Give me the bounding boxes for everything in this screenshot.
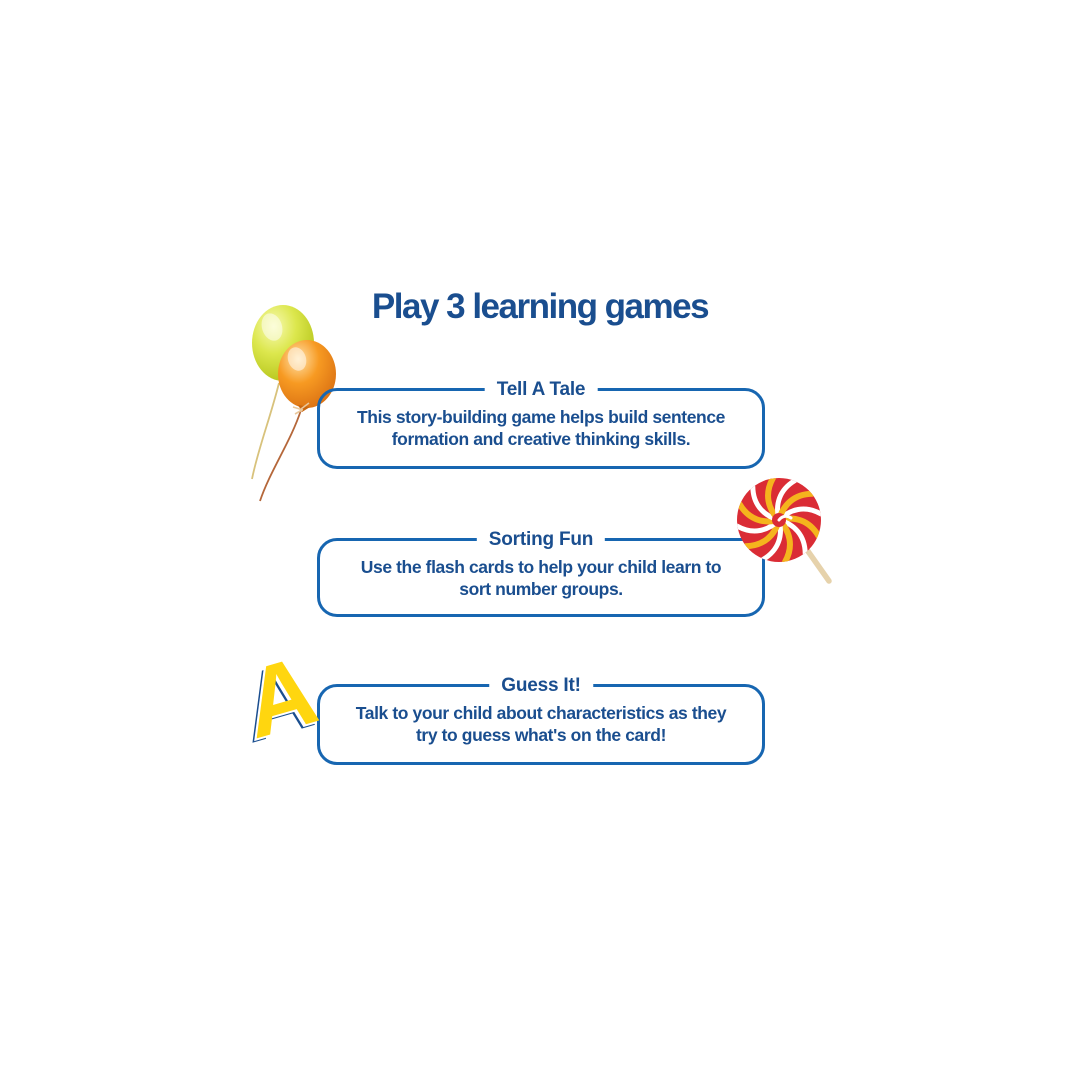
letter-a-decoration: A <box>235 633 327 760</box>
game-card-heading: Guess It! <box>489 674 593 698</box>
game-card-heading: Tell A Tale <box>484 378 598 402</box>
page-title: Play 3 learning games <box>371 287 710 326</box>
balloon-strings <box>251 382 302 502</box>
description-line: sort number groups. <box>459 579 623 599</box>
game-card-description: This story-building game helps build sen… <box>320 406 762 450</box>
description-line: try to guess what's on the card! <box>415 725 667 745</box>
description-line: formation and creative thinking skills. <box>391 429 691 449</box>
description-line: Talk to your child about characteristics… <box>355 703 727 723</box>
game-card-sorting-fun: Sorting Fun Use the flash cards to help … <box>317 528 765 617</box>
lollipop-stick <box>802 544 832 584</box>
game-card-heading: Sorting Fun <box>476 528 606 552</box>
game-card-description: Use the flash cards to help your child l… <box>320 556 762 600</box>
game-card-description: Talk to your child about characteristics… <box>320 702 762 746</box>
balloons-illustration <box>251 305 336 502</box>
lollipop-candy <box>737 478 821 562</box>
game-card-tell-a-tale: Tell A Tale This story-building game hel… <box>317 378 765 469</box>
description-line: This story-building game helps build sen… <box>356 407 726 427</box>
game-card-guess-it: Guess It! Talk to your child about chara… <box>317 674 765 765</box>
description-line: Use the flash cards to help your child l… <box>360 557 722 577</box>
lollipop-illustration <box>737 478 832 584</box>
balloon-orange <box>278 340 336 415</box>
